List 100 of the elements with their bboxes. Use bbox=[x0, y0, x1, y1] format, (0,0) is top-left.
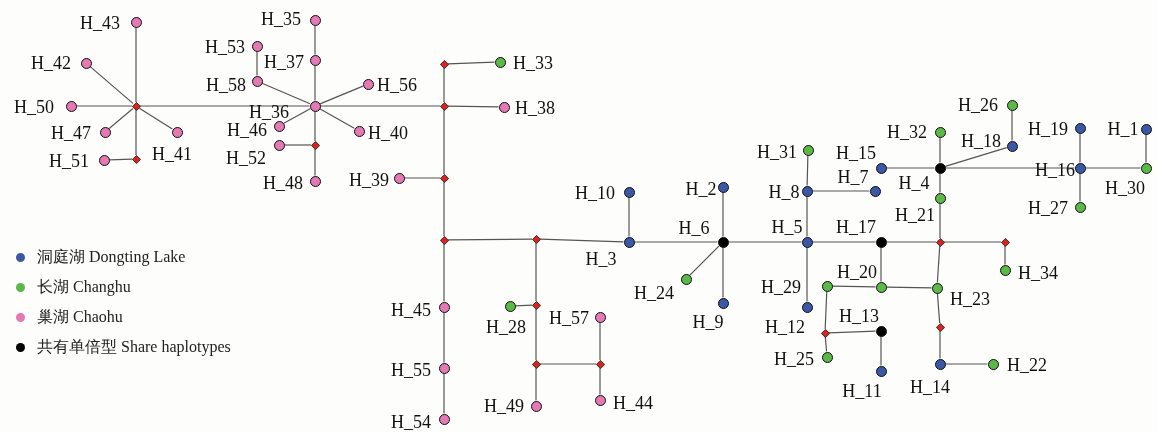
connector-line bbox=[824, 290, 828, 330]
haplotype-label: H_53 bbox=[205, 38, 245, 56]
haplotype-label: H_5 bbox=[771, 218, 803, 236]
haplotype-label: H_54 bbox=[391, 413, 431, 431]
connector-line bbox=[447, 238, 533, 241]
median-vector-diamond bbox=[935, 322, 945, 332]
connector-line bbox=[943, 241, 1002, 243]
connector-line bbox=[824, 336, 828, 353]
haplotype-label: H_52 bbox=[226, 149, 266, 167]
legend-label: 长湖 Changhu bbox=[37, 277, 131, 298]
connector-line bbox=[89, 66, 134, 104]
connector-line bbox=[108, 107, 134, 130]
connector-line bbox=[1079, 132, 1081, 164]
connector-line bbox=[314, 64, 316, 102]
connector-line bbox=[880, 246, 882, 283]
connector-line bbox=[722, 191, 724, 238]
haplotype-label: H_13 bbox=[839, 307, 879, 325]
haplotype-label: H_39 bbox=[349, 171, 389, 189]
connector-line bbox=[811, 241, 877, 243]
median-vector-diamond bbox=[1000, 237, 1010, 247]
haplotype-label: H_45 bbox=[391, 301, 431, 319]
connector-line bbox=[403, 177, 441, 179]
haplotype-label: H_38 bbox=[515, 99, 555, 117]
haplotype-label: H_50 bbox=[14, 98, 54, 116]
connector-line bbox=[689, 245, 720, 276]
connector-line bbox=[885, 286, 933, 289]
connector-line bbox=[319, 108, 355, 129]
connector-line bbox=[535, 242, 537, 302]
connector-line bbox=[319, 85, 364, 105]
haplotype-label: H_58 bbox=[206, 76, 246, 94]
connector-line bbox=[939, 172, 941, 194]
connector-line bbox=[443, 109, 445, 175]
haplotype-label: H_49 bbox=[484, 397, 524, 415]
haplotype-label: H_36 bbox=[249, 103, 289, 121]
haplotype-label: H_12 bbox=[765, 318, 805, 336]
haplotype-label: H_6 bbox=[678, 219, 710, 237]
connector-line bbox=[727, 241, 803, 243]
haplotype-label: H_9 bbox=[692, 313, 724, 331]
haplotype-label: H_57 bbox=[549, 309, 589, 327]
connector-line bbox=[75, 105, 133, 107]
legend-label: 巢湖 Chaohu bbox=[37, 307, 123, 327]
connector-line bbox=[319, 105, 441, 107]
connector-line bbox=[885, 241, 937, 243]
connector-line bbox=[1004, 245, 1006, 266]
connector-line bbox=[936, 292, 941, 324]
haplotype-label: H_7 bbox=[837, 168, 869, 186]
haplotype-label: H_20 bbox=[837, 263, 877, 281]
connector-line bbox=[135, 26, 137, 103]
connector-line bbox=[831, 285, 877, 288]
haplotype-label: H_29 bbox=[761, 278, 801, 296]
connector-line bbox=[443, 311, 445, 364]
haplotype-label: H_11 bbox=[842, 382, 882, 400]
legend-label: 洞庭湖 Dongting Lake bbox=[37, 247, 186, 268]
haplotype-label: H_4 bbox=[898, 174, 930, 192]
connector-line bbox=[283, 144, 312, 146]
haplotype-label: H_14 bbox=[910, 378, 950, 396]
connector-line bbox=[539, 238, 625, 243]
connector-line bbox=[633, 241, 719, 243]
haplotype-label: H_19 bbox=[1028, 120, 1068, 138]
connector-line bbox=[447, 61, 496, 65]
median-vector-diamond bbox=[595, 359, 605, 369]
connector-line bbox=[939, 330, 941, 360]
haplotype-label: H_35 bbox=[261, 10, 301, 28]
haplotype-label: H_16 bbox=[1035, 161, 1075, 179]
haplotype-label: H_28 bbox=[486, 318, 526, 336]
connector-line bbox=[535, 308, 537, 361]
haplotype-label: H_17 bbox=[836, 218, 876, 236]
haplotype-label: H_10 bbox=[575, 184, 615, 202]
haplotype-label: H_25 bbox=[774, 350, 814, 368]
connector-line bbox=[880, 335, 882, 367]
connector-line bbox=[1011, 109, 1013, 142]
haplotype-label: H_2 bbox=[685, 180, 717, 198]
legend-label: 共有单倍型 Share haplotypes bbox=[37, 337, 231, 358]
connector-line bbox=[539, 363, 597, 365]
connector-line bbox=[256, 50, 258, 77]
connector-line bbox=[944, 363, 989, 365]
haplotype-label: H_3 bbox=[585, 250, 617, 268]
haplotype-label: H_18 bbox=[961, 132, 1001, 150]
haplotype-label: H_31 bbox=[757, 143, 797, 161]
connector-line bbox=[806, 154, 809, 187]
median-vector-diamond bbox=[531, 359, 541, 369]
connector-line bbox=[443, 243, 445, 303]
median-vector-diamond bbox=[439, 173, 449, 183]
median-vector-diamond bbox=[439, 101, 449, 111]
haplotype-label: H_56 bbox=[377, 76, 417, 94]
median-vector-diamond bbox=[131, 154, 141, 164]
haplotype-label: H_15 bbox=[836, 144, 876, 162]
haplotype-label: H_21 bbox=[895, 206, 935, 224]
connector-line bbox=[1079, 172, 1081, 203]
median-vector-diamond bbox=[531, 300, 541, 310]
median-vector-diamond bbox=[439, 59, 449, 69]
connector-line bbox=[314, 24, 316, 56]
connector-line bbox=[1084, 167, 1142, 169]
connector-line bbox=[811, 190, 871, 192]
connector-line bbox=[108, 158, 133, 161]
haplotype-label: H_47 bbox=[51, 124, 91, 142]
connector-line bbox=[885, 167, 936, 169]
connector-line bbox=[261, 82, 311, 105]
haplotype-label: H_55 bbox=[391, 361, 431, 379]
connector-line bbox=[1145, 133, 1147, 164]
